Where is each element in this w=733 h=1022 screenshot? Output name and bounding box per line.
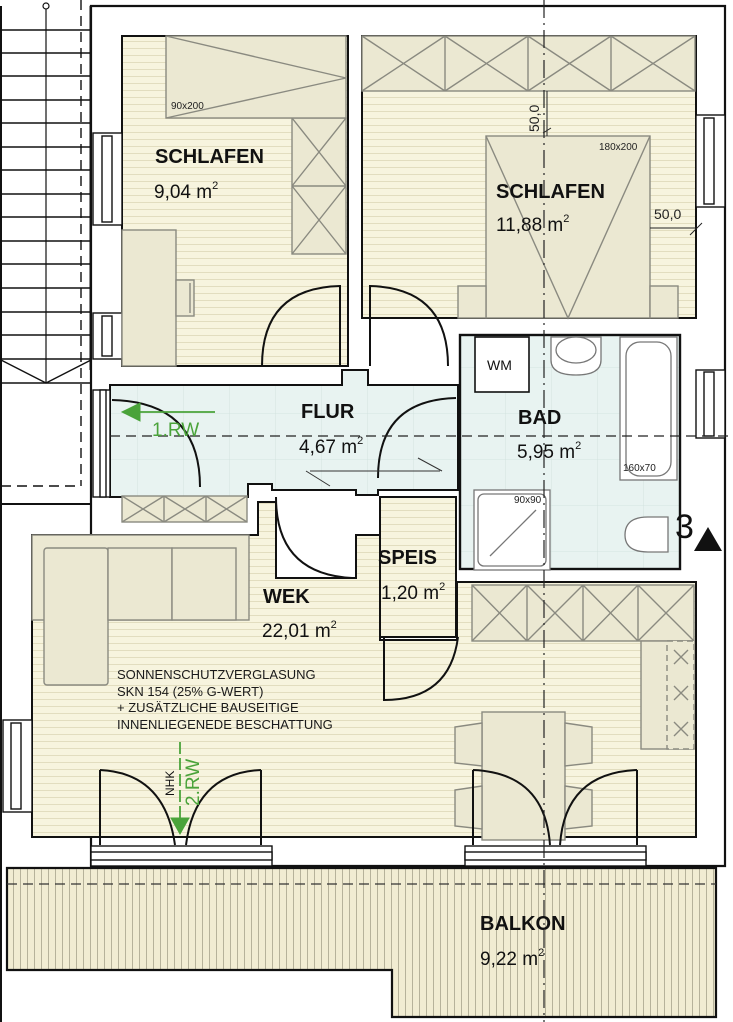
room-area-bad: 5,95 m2 bbox=[517, 440, 582, 463]
dining-table bbox=[454, 711, 593, 841]
label-bed-single: 90x200 bbox=[171, 101, 204, 112]
label-bed-double: 180x200 bbox=[599, 142, 638, 153]
label-bathtub: 160x70 bbox=[623, 463, 656, 474]
desk bbox=[121, 229, 195, 367]
glazing-note: SONNENSCHUTZVERGLASUNG SKN 154 (25% G-WE… bbox=[117, 667, 333, 732]
room-area-balkon: 9,22 m2 bbox=[480, 947, 545, 970]
floor-balkon bbox=[5, 866, 718, 1019]
room-name-speis: SPEIS bbox=[378, 547, 437, 569]
room-name-wek: WEK bbox=[263, 586, 310, 608]
dimension-bed-top: 50,0 bbox=[526, 104, 542, 132]
wardrobes bbox=[121, 35, 696, 750]
room-area-wek: 22,01 m2 bbox=[262, 619, 337, 642]
floor-speis bbox=[379, 496, 457, 638]
sofa bbox=[31, 534, 250, 686]
escape-route-2-label: 2.RW bbox=[183, 758, 204, 806]
room-name-bad: BAD bbox=[518, 407, 562, 429]
doors bbox=[99, 284, 638, 846]
room-name-balkon: BALKON bbox=[480, 913, 566, 935]
room-area-schlafen-1: 9,04 m2 bbox=[154, 180, 219, 203]
section-marker-number: 3 bbox=[675, 508, 694, 546]
room-name-schlafen-1: SCHLAFEN bbox=[155, 146, 264, 168]
windows bbox=[2, 114, 726, 867]
section-marker-triangle bbox=[694, 527, 722, 551]
nhk-label: NHK bbox=[163, 770, 177, 796]
room-name-schlafen-2: SCHLAFEN bbox=[496, 181, 605, 203]
label-washing-machine: WM bbox=[487, 357, 512, 373]
beds bbox=[165, 35, 679, 320]
room-name-flur: FLUR bbox=[301, 401, 355, 423]
escape-arrows bbox=[120, 402, 215, 836]
label-shower: 90x90 bbox=[514, 495, 542, 506]
floor-flur bbox=[109, 369, 459, 498]
bath-fixtures bbox=[473, 336, 678, 571]
room-area-flur: 4,67 m2 bbox=[299, 435, 364, 458]
room-area-schlafen-2: 11,88 m2 bbox=[496, 213, 570, 236]
escape-route-1-label: 1.RW bbox=[152, 420, 200, 441]
dimension-bed-side: 50,0 bbox=[654, 206, 682, 222]
room-area-speis: 1,20 m2 bbox=[381, 581, 446, 604]
